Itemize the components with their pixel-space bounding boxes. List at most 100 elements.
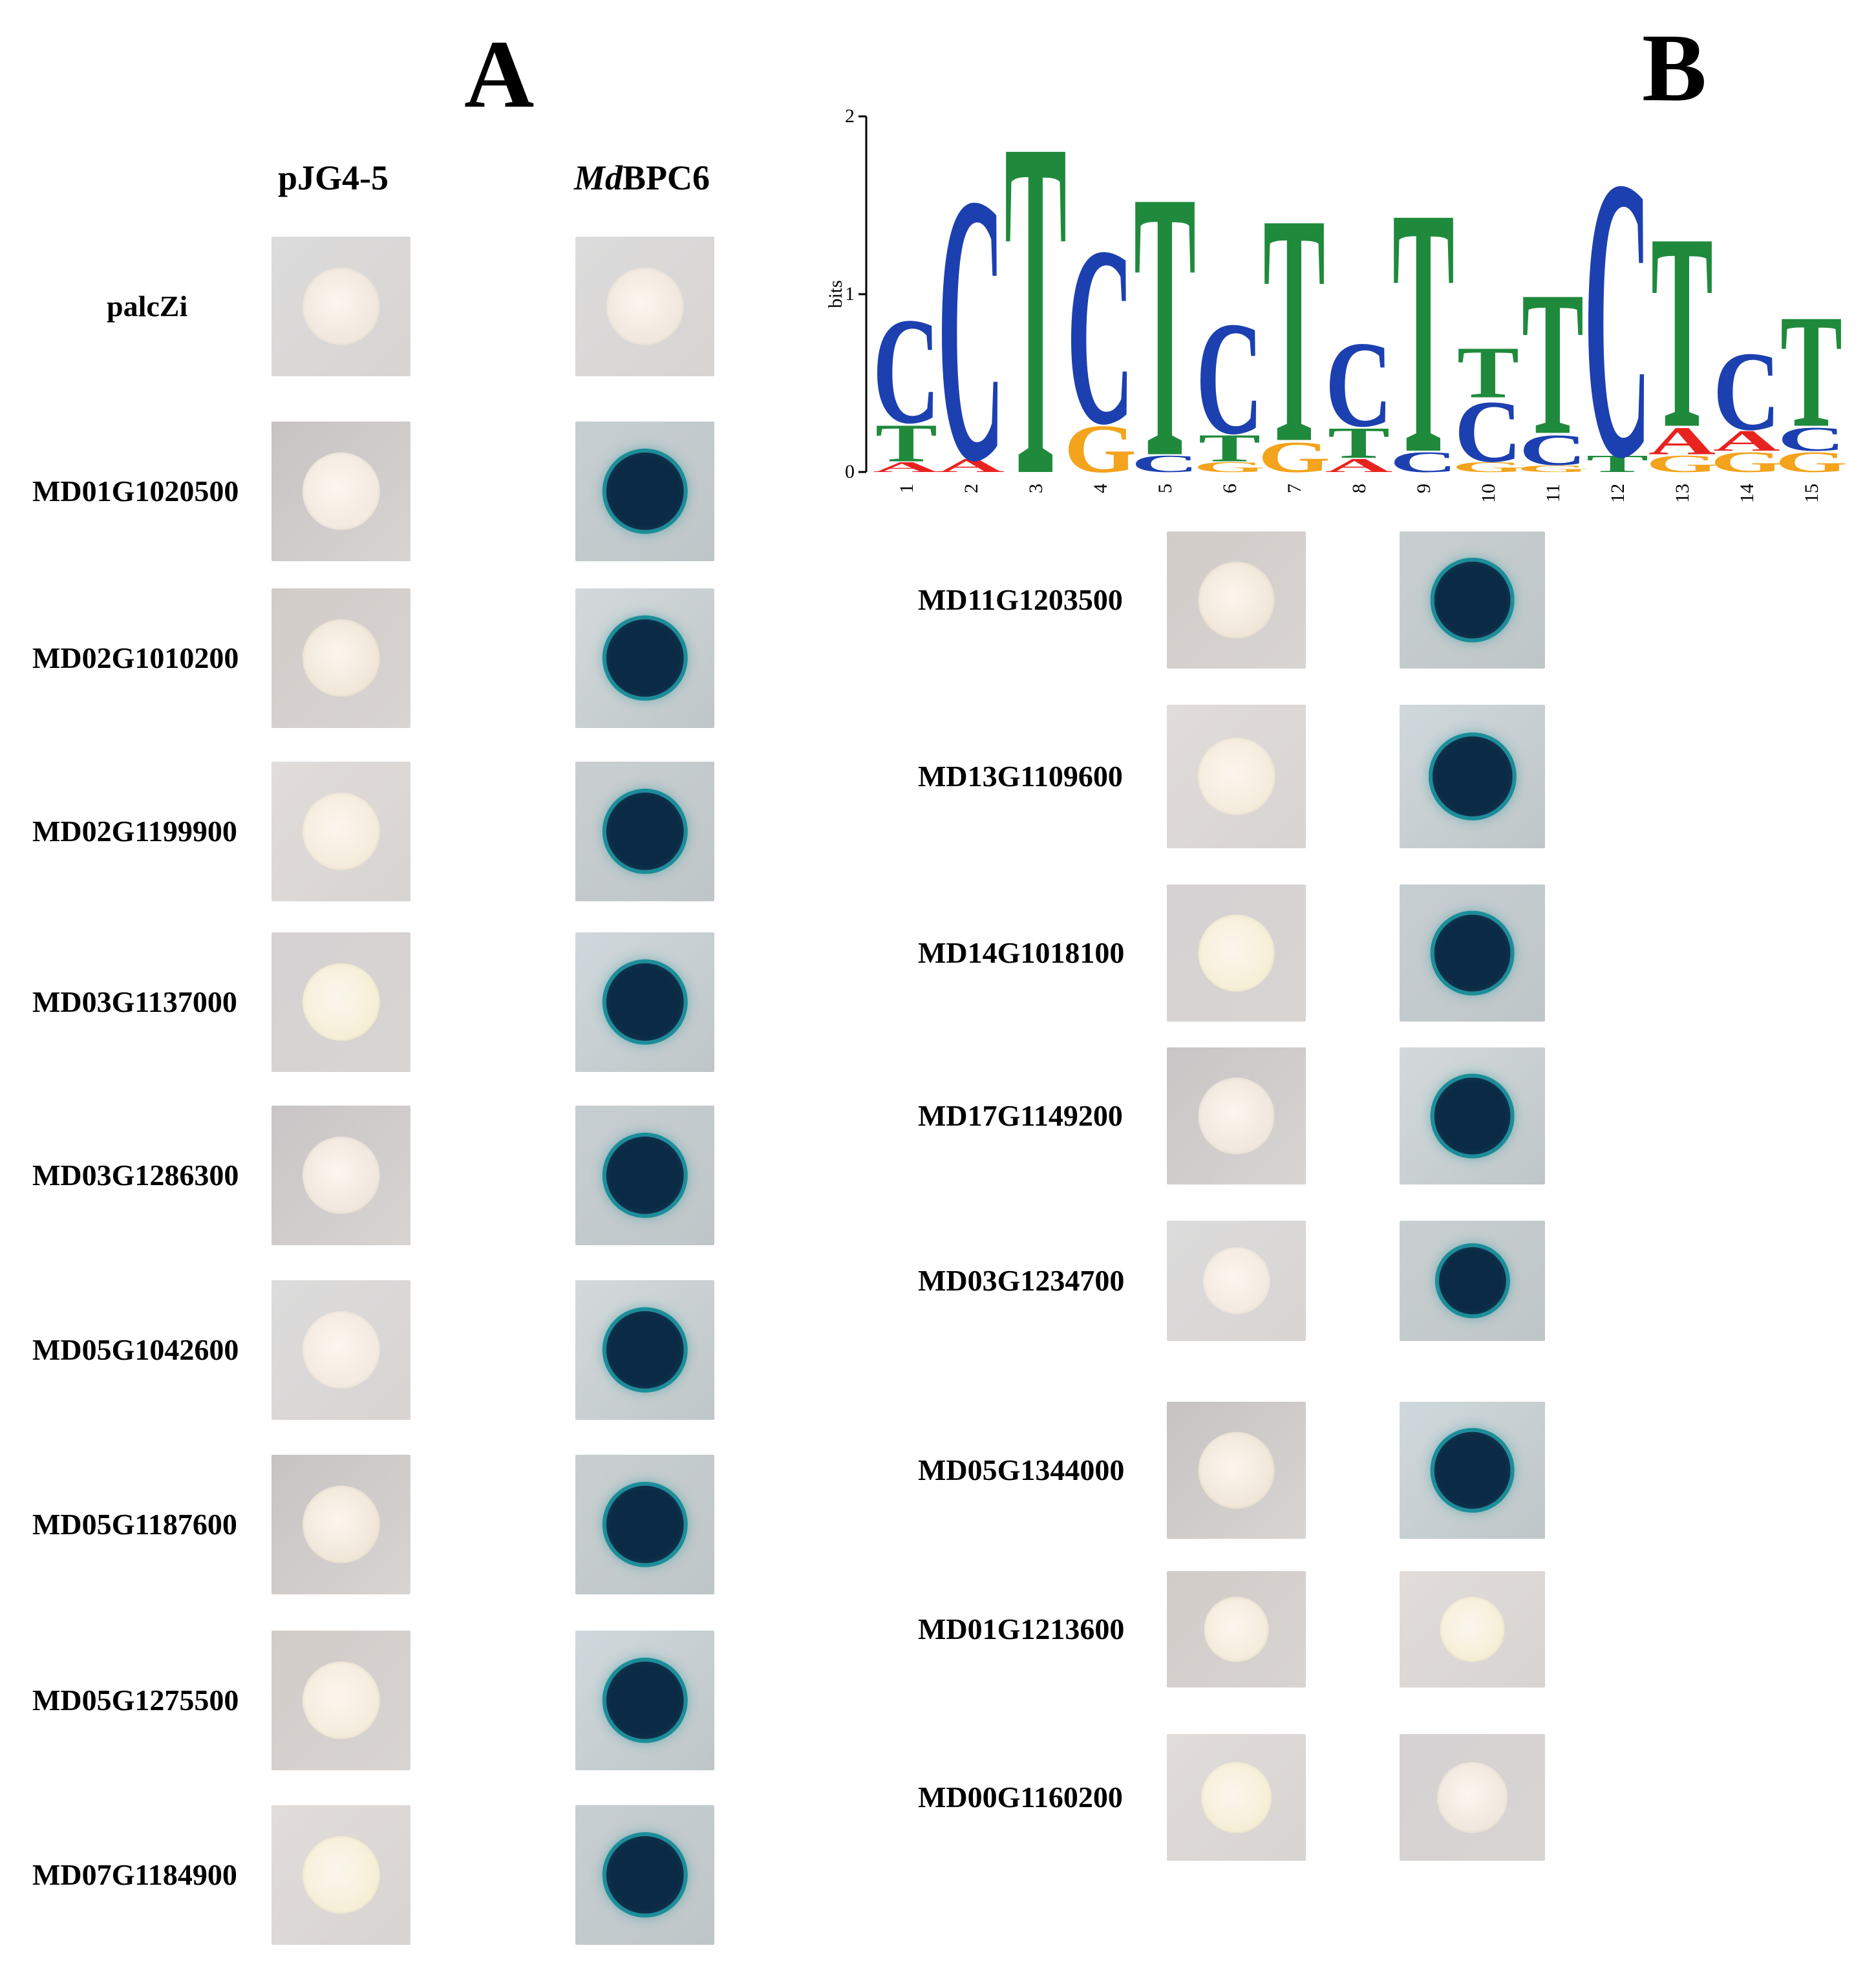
control-spot-tile — [1167, 1734, 1306, 1861]
x-tick-label: 1 — [896, 484, 917, 493]
control-spot-tile — [1167, 1221, 1306, 1341]
control-spot-tile — [1167, 884, 1306, 1022]
blue-colony — [606, 1661, 684, 1740]
white-colony — [302, 792, 380, 871]
control-spot-tile — [1167, 1047, 1306, 1184]
logo-letter: T — [1134, 111, 1196, 511]
control-spot-tile — [272, 237, 410, 376]
logo-letter: C — [1584, 97, 1651, 511]
control-spot-tile — [272, 1631, 410, 1770]
white-colony — [1204, 1596, 1269, 1662]
bait-spot-tile — [1400, 705, 1545, 848]
logo-letter: C — [1196, 288, 1263, 469]
x-tick-label: 12 — [1607, 484, 1628, 503]
panel-b-letter: B — [1642, 14, 1707, 122]
bait-spot-tile — [1400, 1221, 1545, 1341]
control-spot-tile — [272, 588, 410, 728]
y-tick-label: 1 — [845, 283, 855, 305]
white-colony — [302, 1311, 380, 1389]
bait-spot-tile — [575, 1106, 714, 1245]
control-spot-tile — [272, 422, 410, 561]
x-tick-label: 6 — [1219, 484, 1241, 493]
row-label: palcZi — [107, 290, 188, 323]
row-label: MD05G1187600 — [32, 1508, 237, 1541]
x-tick-label: 10 — [1478, 484, 1499, 503]
row-label: MD07G1184900 — [32, 1858, 237, 1891]
white-colony — [1198, 914, 1275, 992]
x-tick-label: 8 — [1348, 484, 1370, 493]
row-label: MD17G1149200 — [918, 1099, 1123, 1132]
white-colony — [1200, 1762, 1272, 1833]
logo-letter: T — [1586, 450, 1648, 477]
bait-spot-tile — [1400, 1402, 1545, 1539]
bait-spot-tile — [1400, 531, 1545, 669]
column-header-bait-rest: BPC6 — [623, 158, 710, 197]
row-label: MD05G1275500 — [32, 1684, 239, 1717]
bait-spot-tile — [575, 1805, 714, 1945]
control-spot-tile — [1167, 1402, 1306, 1539]
blue-colony — [1438, 1247, 1506, 1315]
panel-a-letter: A — [464, 21, 535, 128]
bait-spot-tile — [1400, 884, 1545, 1022]
x-tick-label: 3 — [1025, 484, 1047, 493]
control-spot-tile — [272, 1106, 410, 1245]
logo-letter: T — [1005, 97, 1067, 511]
white-colony — [1197, 737, 1275, 816]
x-tick-label: 5 — [1155, 484, 1176, 493]
logo-letter: C — [1713, 328, 1780, 455]
white-colony — [302, 452, 380, 531]
blue-colony — [606, 452, 684, 531]
row-label: MD13G1109600 — [918, 760, 1123, 793]
control-spot-tile — [272, 932, 410, 1072]
white-colony — [302, 1485, 380, 1564]
row-label: MD03G1234700 — [918, 1264, 1125, 1297]
control-spot-tile — [272, 1805, 410, 1945]
logo-letter: G — [1517, 464, 1589, 475]
control-spot-tile — [272, 1455, 410, 1594]
logo-letter: C — [1778, 420, 1845, 458]
white-colony — [1198, 561, 1275, 639]
bait-spot-tile — [1400, 1047, 1545, 1184]
bait-spot-tile — [575, 1631, 714, 1770]
blue-colony — [606, 963, 684, 1042]
logo-letter: G — [1258, 433, 1330, 482]
logo-letter: T — [1780, 281, 1842, 462]
logo-letter: G — [1193, 459, 1266, 475]
x-tick-label: 4 — [1090, 484, 1111, 493]
logo-letter: C — [1455, 382, 1522, 480]
x-tick-label: 7 — [1284, 484, 1305, 493]
blue-colony — [606, 1836, 684, 1914]
white-colony — [1440, 1596, 1505, 1662]
row-label: MD05G1344000 — [918, 1453, 1125, 1486]
logo-letter: C — [1519, 425, 1586, 475]
logo-letter: G — [1711, 446, 1783, 479]
white-colony — [302, 619, 380, 698]
white-colony — [302, 1661, 380, 1740]
white-colony — [1202, 1247, 1270, 1315]
y-tick-label: 2 — [845, 105, 855, 127]
logo-letter: T — [1651, 176, 1713, 488]
row-label: MD00G1160200 — [918, 1781, 1123, 1814]
bait-spot-tile — [575, 422, 714, 561]
logo-letter: C — [1131, 450, 1199, 477]
column-header-vector: pJG4-5 — [278, 158, 389, 197]
logo-letter: T — [1392, 134, 1455, 511]
row-label: MD14G1018100 — [918, 936, 1125, 969]
logo-letter: G — [1452, 459, 1524, 475]
y-tick-label: 0 — [845, 461, 855, 482]
bait-spot-tile — [575, 237, 714, 376]
control-spot-tile — [1167, 705, 1306, 848]
logo-letter: G — [1064, 411, 1136, 488]
blue-colony — [606, 1485, 684, 1564]
logo-letter: C — [1390, 446, 1457, 479]
bait-spot-tile — [1400, 1571, 1545, 1688]
row-label: MD01G1020500 — [32, 475, 239, 508]
logo-letter: C — [1325, 316, 1392, 453]
column-header-bait-italic: Md — [574, 158, 623, 197]
control-spot-tile — [1167, 1571, 1306, 1688]
control-spot-tile — [1167, 531, 1306, 669]
logo-letter: C — [1067, 193, 1134, 478]
blue-colony — [1434, 914, 1511, 992]
blue-colony — [1434, 1077, 1511, 1155]
